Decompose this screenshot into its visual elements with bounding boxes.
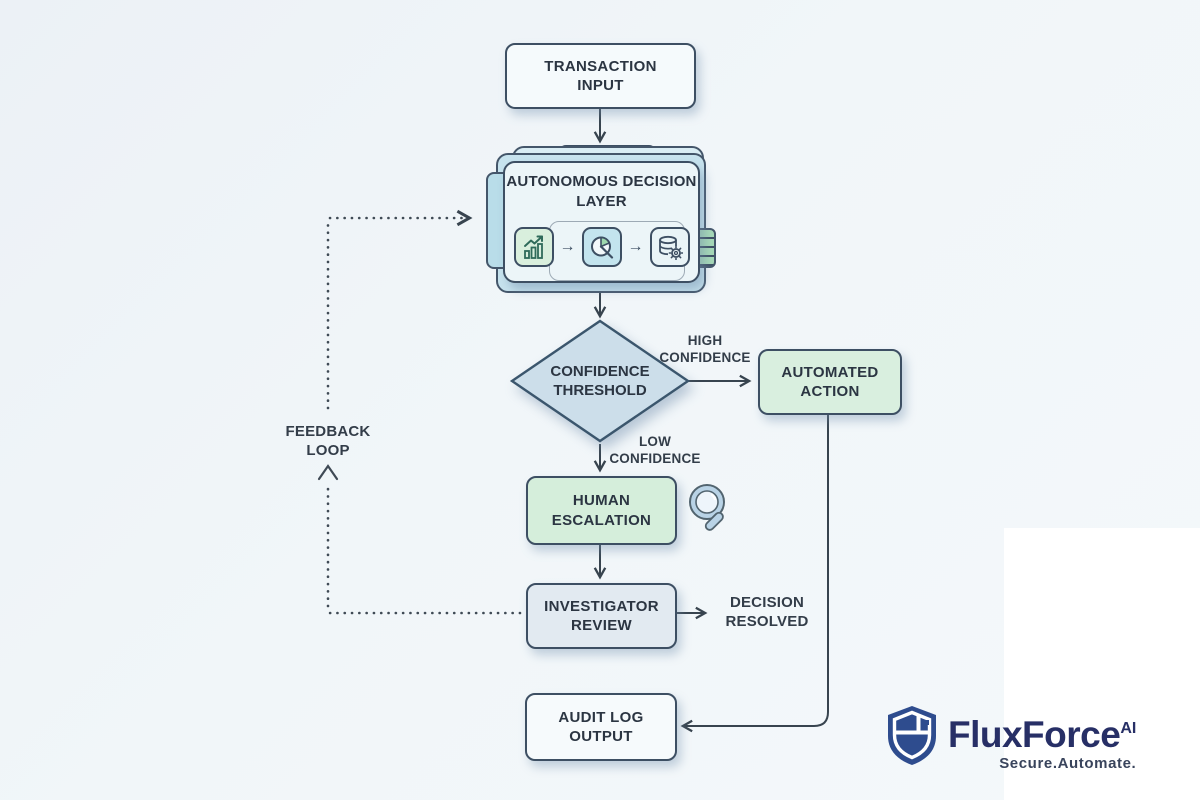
audit-log-output-node: AUDIT LOG OUTPUT [525,693,677,761]
confidence-threshold-diamond: CONFIDENCE THRESHOLD [508,317,692,445]
confidence-threshold-label: CONFIDENCE THRESHOLD [550,362,650,400]
right-arrow-icon: → [559,238,576,255]
edge-label-low-confidence: LOW CONFIDENCE [609,434,701,466]
autonomous-decision-layer-node: AUTONOMOUS DECISION LAYER → [486,139,716,297]
transaction-input-label: TRANSACTION INPUT [544,57,657,95]
connector-automated-to-audit [684,412,829,726]
brand-tagline: Secure.Automate. [999,755,1137,772]
investigator-review-node: INVESTIGATOR REVIEW [526,583,677,649]
human-escalation-label: HUMAN ESCALATION [551,492,652,529]
database-gear-icon [649,227,690,267]
automated-action-label: AUTOMATED ACTION [781,363,879,401]
shield-icon [888,706,936,765]
decision-layer-label: AUTONOMOUS DECISION LAYER [506,173,697,210]
brand-name: FluxForceAI [948,714,1137,755]
brand-suffix: AI [1120,720,1137,737]
audit-log-output-label: AUDIT LOG OUTPUT [558,708,644,746]
logo-background-panel [1004,528,1200,800]
feedback-up-chevron [317,464,339,481]
transaction-input-node: TRANSACTION INPUT [505,43,696,109]
human-escalation-node: HUMAN ESCALATION [526,476,677,545]
edge-label-high-confidence: HIGH CONFIDENCE [659,333,751,365]
automated-action-node: AUTOMATED ACTION [758,349,902,415]
stack-stripe-tab [696,228,716,268]
feedback-loop-label: FEEDBACK LOOP [285,423,371,459]
analytics-chart-icon [513,227,554,267]
decision-resolved-label: DECISION RESOLVED [725,594,809,630]
investigator-review-label: INVESTIGATOR REVIEW [544,597,659,635]
pie-chart-icon [581,227,622,267]
decision-layer-card: AUTONOMOUS DECISION LAYER → [503,161,700,283]
right-arrow-icon: → [627,238,644,255]
brand-lockup: FluxForceAI Secure.Automate. [884,704,1136,772]
magnifier-icon [689,484,725,531]
